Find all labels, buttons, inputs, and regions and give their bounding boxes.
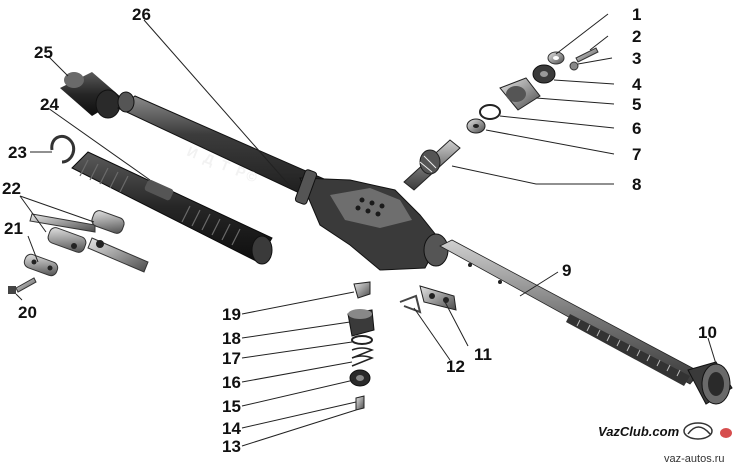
part-23-ring	[50, 134, 76, 164]
callout-11: 11	[474, 345, 492, 364]
part-21-plate	[23, 253, 59, 277]
site-branding: VazClub.com vaz-autos.ru	[598, 422, 732, 465]
part-1-washer	[547, 51, 565, 65]
callout-15: 15	[222, 397, 241, 416]
leader-lines	[15, 13, 717, 447]
part-25-cap	[60, 72, 122, 119]
part-14-screw	[355, 395, 365, 411]
car-logo-icon	[683, 422, 732, 440]
part-19-stop	[353, 281, 371, 299]
callout-25: 25	[34, 43, 53, 62]
callout-20: 20	[18, 303, 37, 322]
callout-9: 9	[562, 261, 571, 280]
part-7-bearing	[466, 118, 486, 134]
part-18-plunger	[347, 309, 375, 337]
part-4-nut	[532, 64, 556, 84]
site-logo-text: VazClub.com	[598, 424, 680, 439]
callout-1: 1	[632, 5, 641, 24]
part-22-plates	[29, 210, 149, 273]
part-15-nut	[349, 369, 371, 387]
callout-7: 7	[632, 145, 641, 164]
part-8-pinion	[403, 139, 461, 191]
part-20-bolt	[8, 277, 37, 294]
callout-21: 21	[4, 219, 23, 238]
callout-5: 5	[632, 95, 641, 114]
callout-4: 4	[632, 75, 642, 94]
callout-13: 13	[222, 437, 241, 456]
part-2-bolt	[575, 47, 599, 63]
callout-17: 17	[222, 349, 241, 368]
part-3-washer	[569, 61, 579, 71]
part-16-spring	[351, 347, 375, 367]
part-12-clip	[399, 294, 422, 314]
part-24-boot	[71, 151, 273, 265]
callout-18: 18	[222, 329, 241, 348]
part-17-oring	[351, 335, 373, 345]
callout-22: 22	[2, 179, 21, 198]
callout-24: 24	[40, 95, 59, 114]
part-26-housing: И Д Т Р©	[117, 91, 449, 271]
callout-3: 3	[632, 49, 641, 68]
part-6-oring	[479, 104, 501, 120]
callout-6: 6	[632, 119, 641, 138]
callouts: 1 2 3 4 5 6 7 8 9 10 11 12 13 14 15 16 1…	[2, 5, 717, 456]
callout-8: 8	[632, 175, 641, 194]
callout-19: 19	[222, 305, 241, 324]
callout-23: 23	[8, 143, 27, 162]
callout-12: 12	[446, 357, 465, 376]
part-10-plug	[687, 361, 733, 405]
site-url-text: vaz-autos.ru	[664, 453, 725, 465]
callout-14: 14	[222, 419, 241, 438]
callout-16: 16	[222, 373, 241, 392]
callout-26: 26	[132, 5, 151, 24]
part-11-clamp	[419, 285, 457, 311]
callout-10: 10	[698, 323, 717, 342]
callout-2: 2	[632, 27, 641, 46]
part-5-cover	[499, 77, 541, 111]
